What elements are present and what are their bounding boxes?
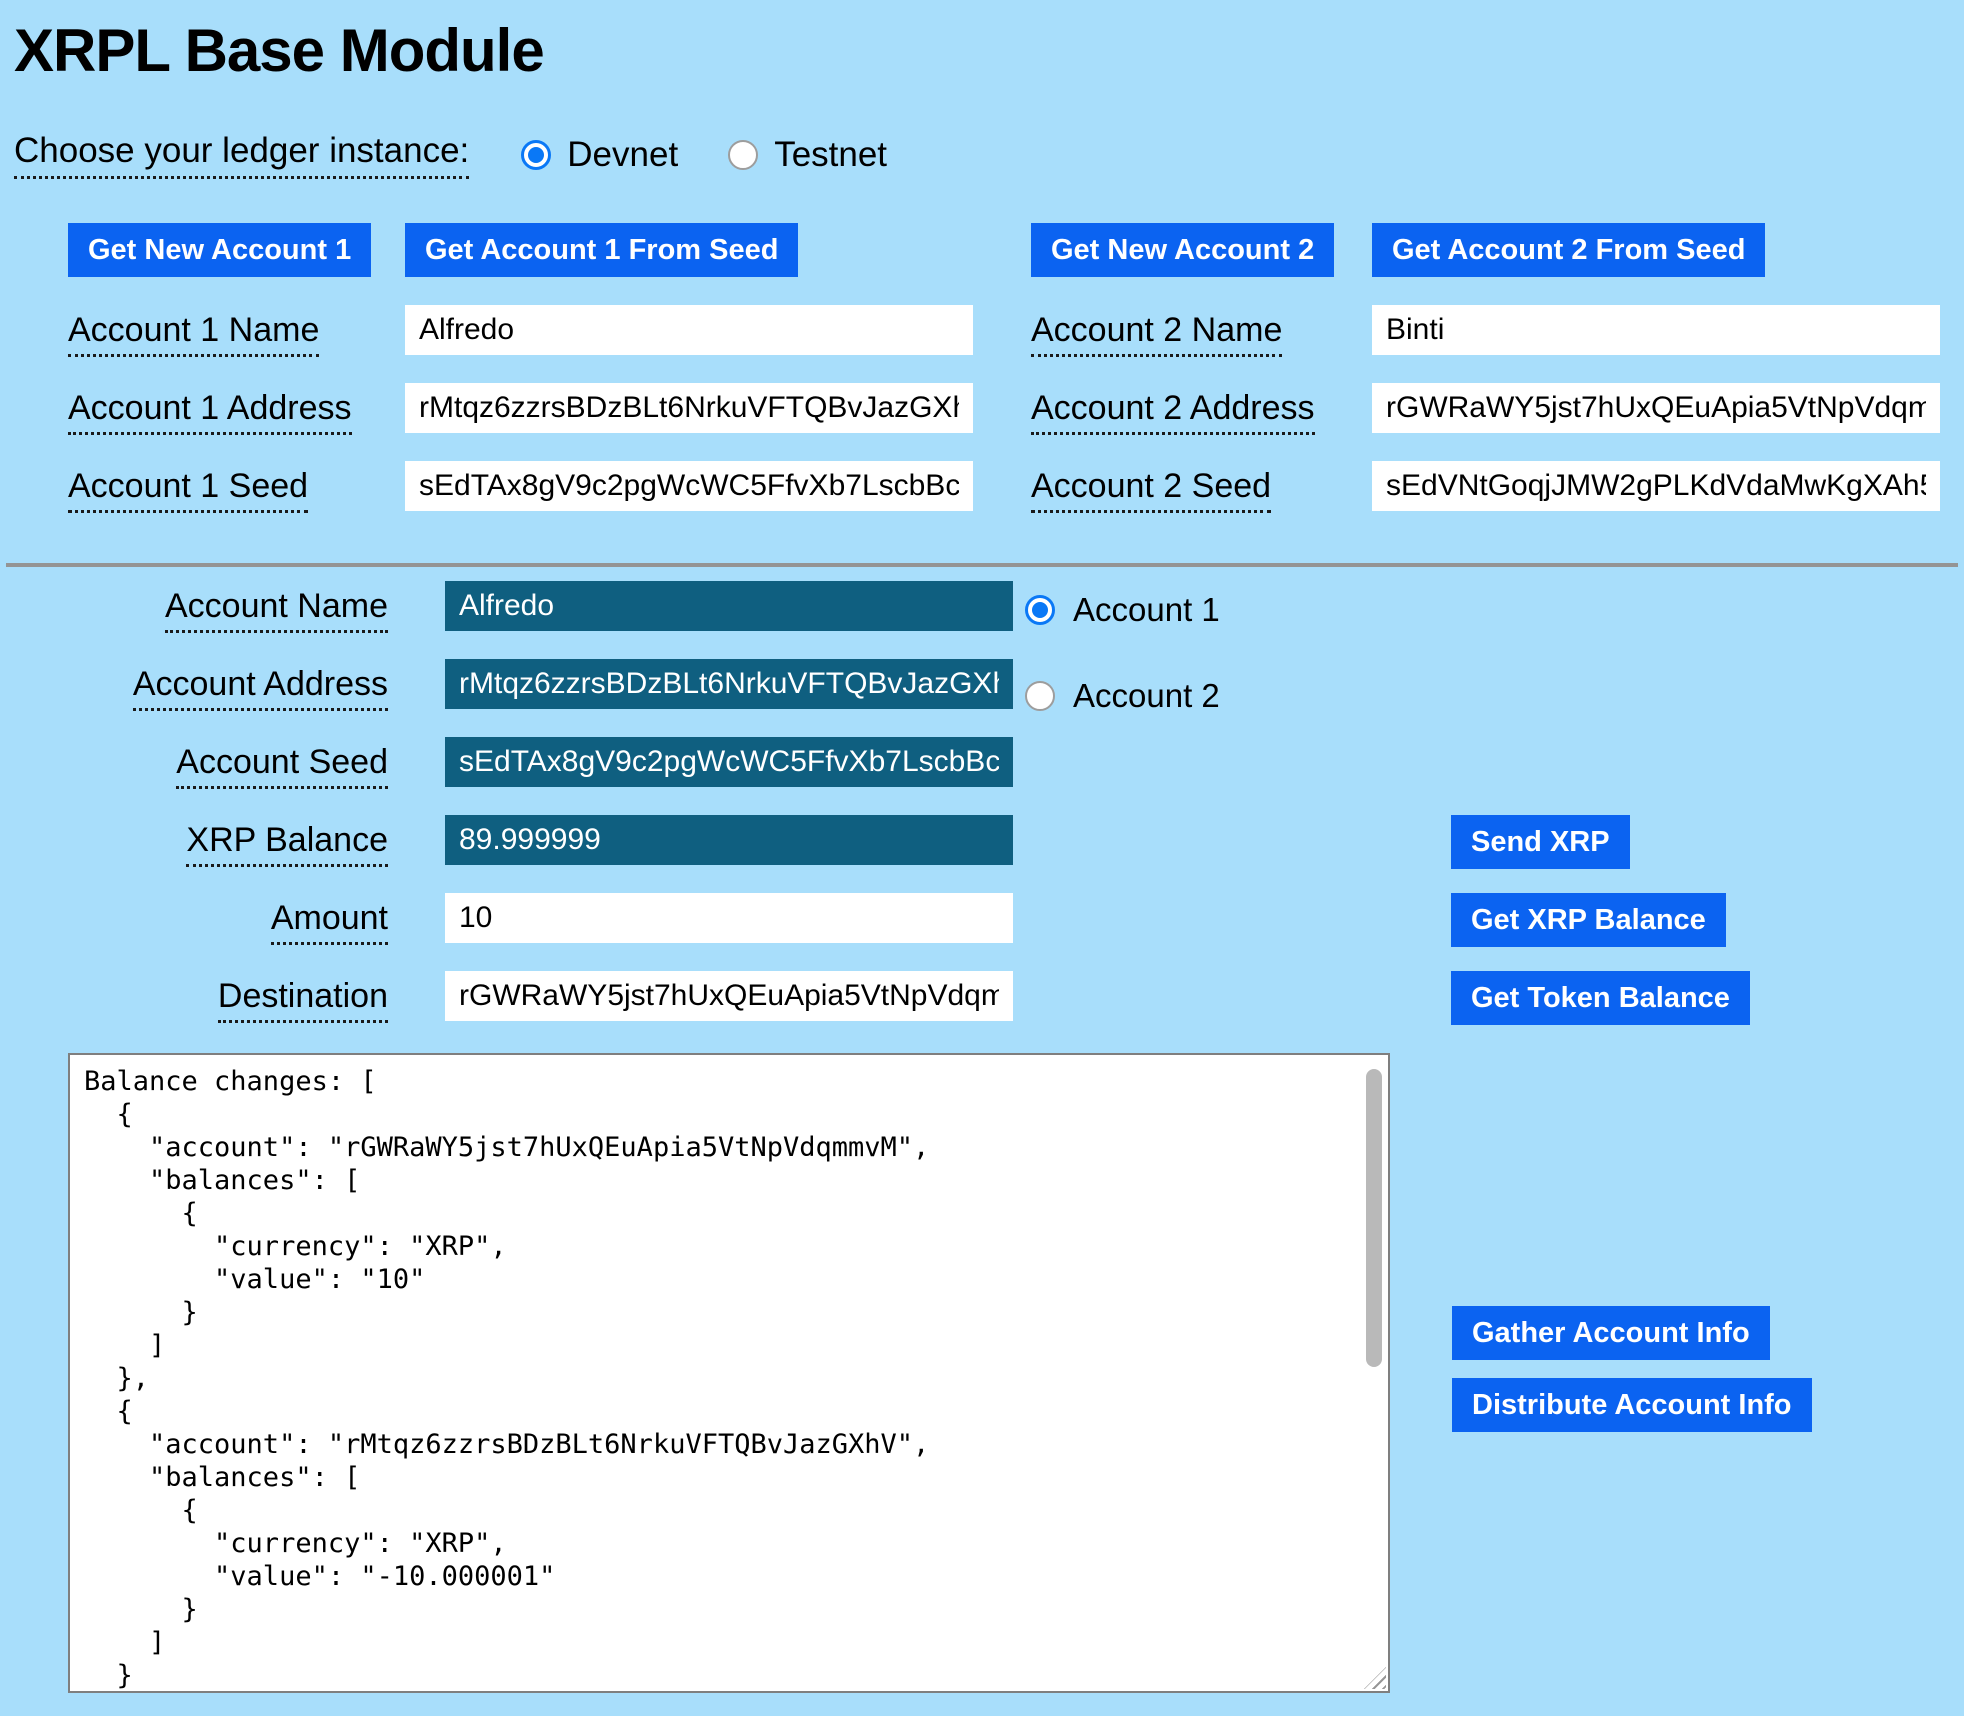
ledger-instance-row: Choose your ledger instance: Devnet Test… [14, 131, 1964, 179]
xrp-balance-field[interactable] [445, 815, 1013, 865]
account-1-radio-option[interactable]: Account 1 [1025, 591, 1220, 629]
account-1-seed-input[interactable] [405, 461, 973, 511]
results-scrollbar-thumb[interactable] [1366, 1069, 1382, 1367]
get-new-account-2-button[interactable]: Get New Account 2 [1031, 223, 1335, 277]
account-1-seed-label-text: Account 1 Seed [68, 466, 309, 513]
account-1-column: Get New Account 1 Get Account 1 From See… [68, 223, 973, 513]
account-seed-field[interactable] [445, 737, 1013, 787]
send-xrp-button[interactable]: Send XRP [1451, 815, 1630, 869]
account-seed-label-text: Account Seed [176, 742, 388, 789]
testnet-radio-option[interactable]: Testnet [728, 135, 887, 175]
account-2-radio-option[interactable]: Account 2 [1025, 677, 1220, 715]
account-1-address-label: Account 1 Address [68, 388, 352, 435]
account-1-radio-icon[interactable] [1025, 595, 1055, 625]
account-1-radio-label: Account 1 [1073, 591, 1220, 628]
get-token-balance-button[interactable]: Get Token Balance [1451, 971, 1750, 1025]
account-2-seed-label: Account 2 Seed [1031, 466, 1333, 513]
account-1-seed-label: Account 1 Seed [68, 466, 348, 513]
amount-label-text: Amount [270, 898, 388, 945]
account-2-seed-input[interactable] [1372, 461, 1940, 511]
account-1-address-input[interactable] [405, 383, 973, 433]
account-1-name-input[interactable] [405, 305, 973, 355]
devnet-radio-icon[interactable] [521, 140, 552, 170]
destination-input[interactable] [445, 971, 1013, 1021]
account-2-address-input[interactable] [1372, 383, 1940, 433]
account-2-seed-label-text: Account 2 Seed [1031, 466, 1272, 513]
account-2-radio-label: Account 2 [1073, 677, 1220, 714]
account-2-name-label: Account 2 Name [1031, 310, 1333, 357]
get-new-account-1-button[interactable]: Get New Account 1 [68, 223, 372, 277]
active-account-section: Account Name Account Address Account See… [0, 581, 1964, 1025]
xrp-balance-label-text: XRP Balance [186, 820, 388, 867]
gather-account-info-button[interactable]: Gather Account Info [1452, 1306, 1770, 1360]
amount-input[interactable] [445, 893, 1013, 943]
get-account-2-from-seed-button[interactable]: Get Account 2 From Seed [1372, 223, 1766, 277]
account-name-label-text: Account Name [165, 586, 388, 633]
account-setup-section: Get New Account 1 Get Account 1 From See… [68, 223, 1964, 513]
ledger-instance-label: Choose your ledger instance: [14, 131, 470, 179]
xrp-balance-label: XRP Balance [186, 820, 388, 867]
get-account-1-from-seed-button[interactable]: Get Account 1 From Seed [405, 223, 799, 277]
account-name-label: Account Name [165, 586, 388, 633]
account-2-column: Get New Account 2 Get Account 2 From See… [1031, 223, 1940, 513]
get-xrp-balance-button[interactable]: Get XRP Balance [1451, 893, 1726, 947]
account-2-address-label-text: Account 2 Address [1031, 388, 1315, 435]
destination-label: Destination [217, 976, 388, 1023]
account-address-label: Account Address [132, 664, 388, 711]
account-2-radio-icon[interactable] [1025, 681, 1055, 711]
testnet-radio-icon[interactable] [728, 140, 759, 170]
amount-label: Amount [270, 898, 388, 945]
devnet-radio-option[interactable]: Devnet [521, 135, 678, 175]
results-textarea[interactable]: Balance changes: [ { "account": "rGWRaWY… [68, 1053, 1390, 1693]
distribute-account-info-button[interactable]: Distribute Account Info [1452, 1378, 1812, 1432]
account-selector: Account 1 Account 2 [1025, 591, 1220, 715]
destination-label-text: Destination [217, 976, 388, 1023]
account-info-buttons: Gather Account Info Distribute Account I… [1452, 1306, 1812, 1432]
account-address-label-text: Account Address [132, 664, 388, 711]
xrp-action-buttons: Send XRP Get XRP Balance Get Token Balan… [1451, 815, 1750, 1025]
account-seed-label: Account Seed [176, 742, 388, 789]
account-1-address-label-text: Account 1 Address [68, 388, 352, 435]
account-2-name-label-text: Account 2 Name [1031, 310, 1283, 357]
page-title: XRPL Base Module [14, 17, 545, 84]
section-divider [6, 563, 1958, 567]
testnet-radio-label: Testnet [774, 135, 888, 174]
account-1-name-label-text: Account 1 Name [68, 310, 320, 357]
account-1-name-label: Account 1 Name [68, 310, 348, 357]
account-address-field[interactable] [445, 659, 1013, 709]
devnet-radio-label: Devnet [567, 135, 679, 174]
account-2-name-input[interactable] [1372, 305, 1940, 355]
results-section: Balance changes: [ { "account": "rGWRaWY… [68, 1053, 1812, 1693]
account-2-address-label: Account 2 Address [1031, 388, 1333, 435]
account-name-field[interactable] [445, 581, 1013, 631]
